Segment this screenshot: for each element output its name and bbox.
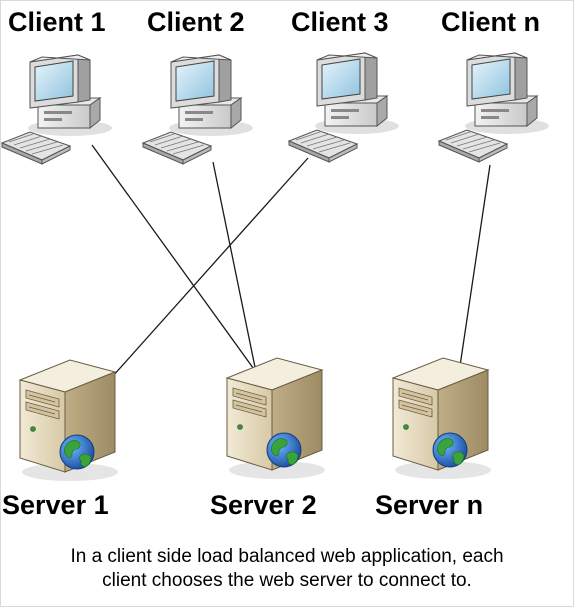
client-3-label: Client 3 [291, 7, 389, 37]
client-n [438, 52, 550, 163]
server-2-label: Server 2 [210, 490, 317, 520]
connection-client3-server1 [103, 157, 309, 387]
server-n [392, 357, 492, 480]
client-2 [142, 54, 254, 165]
desktop-computer-icon [288, 52, 400, 163]
client-2-label: Client 2 [147, 7, 245, 37]
connection-client2-server2 [212, 161, 257, 373]
client-n-label: Client n [441, 7, 540, 37]
connection-lines [91, 144, 491, 387]
client-1-label: Client 1 [8, 7, 106, 37]
web-server-globe-icon [226, 357, 326, 480]
client-3 [288, 52, 400, 163]
server-1 [19, 359, 119, 482]
web-server-globe-icon [392, 357, 492, 480]
caption-line-2: client chooses the web server to connect… [102, 570, 472, 591]
diagram-caption: In a client side load balanced web appli… [0, 545, 574, 593]
web-server-globe-icon [19, 359, 119, 482]
desktop-computer-icon [1, 54, 113, 165]
caption-line-1: In a client side load balanced web appli… [70, 546, 504, 567]
connection-client1-server2 [91, 144, 257, 373]
server-n-label: Server n [375, 490, 484, 520]
connection-clientn-servern [459, 164, 491, 367]
server-2 [226, 357, 326, 480]
desktop-computer-icon [438, 52, 550, 163]
server-1-label: Server 1 [2, 490, 109, 520]
client-1 [1, 54, 113, 165]
desktop-computer-icon [142, 54, 254, 165]
